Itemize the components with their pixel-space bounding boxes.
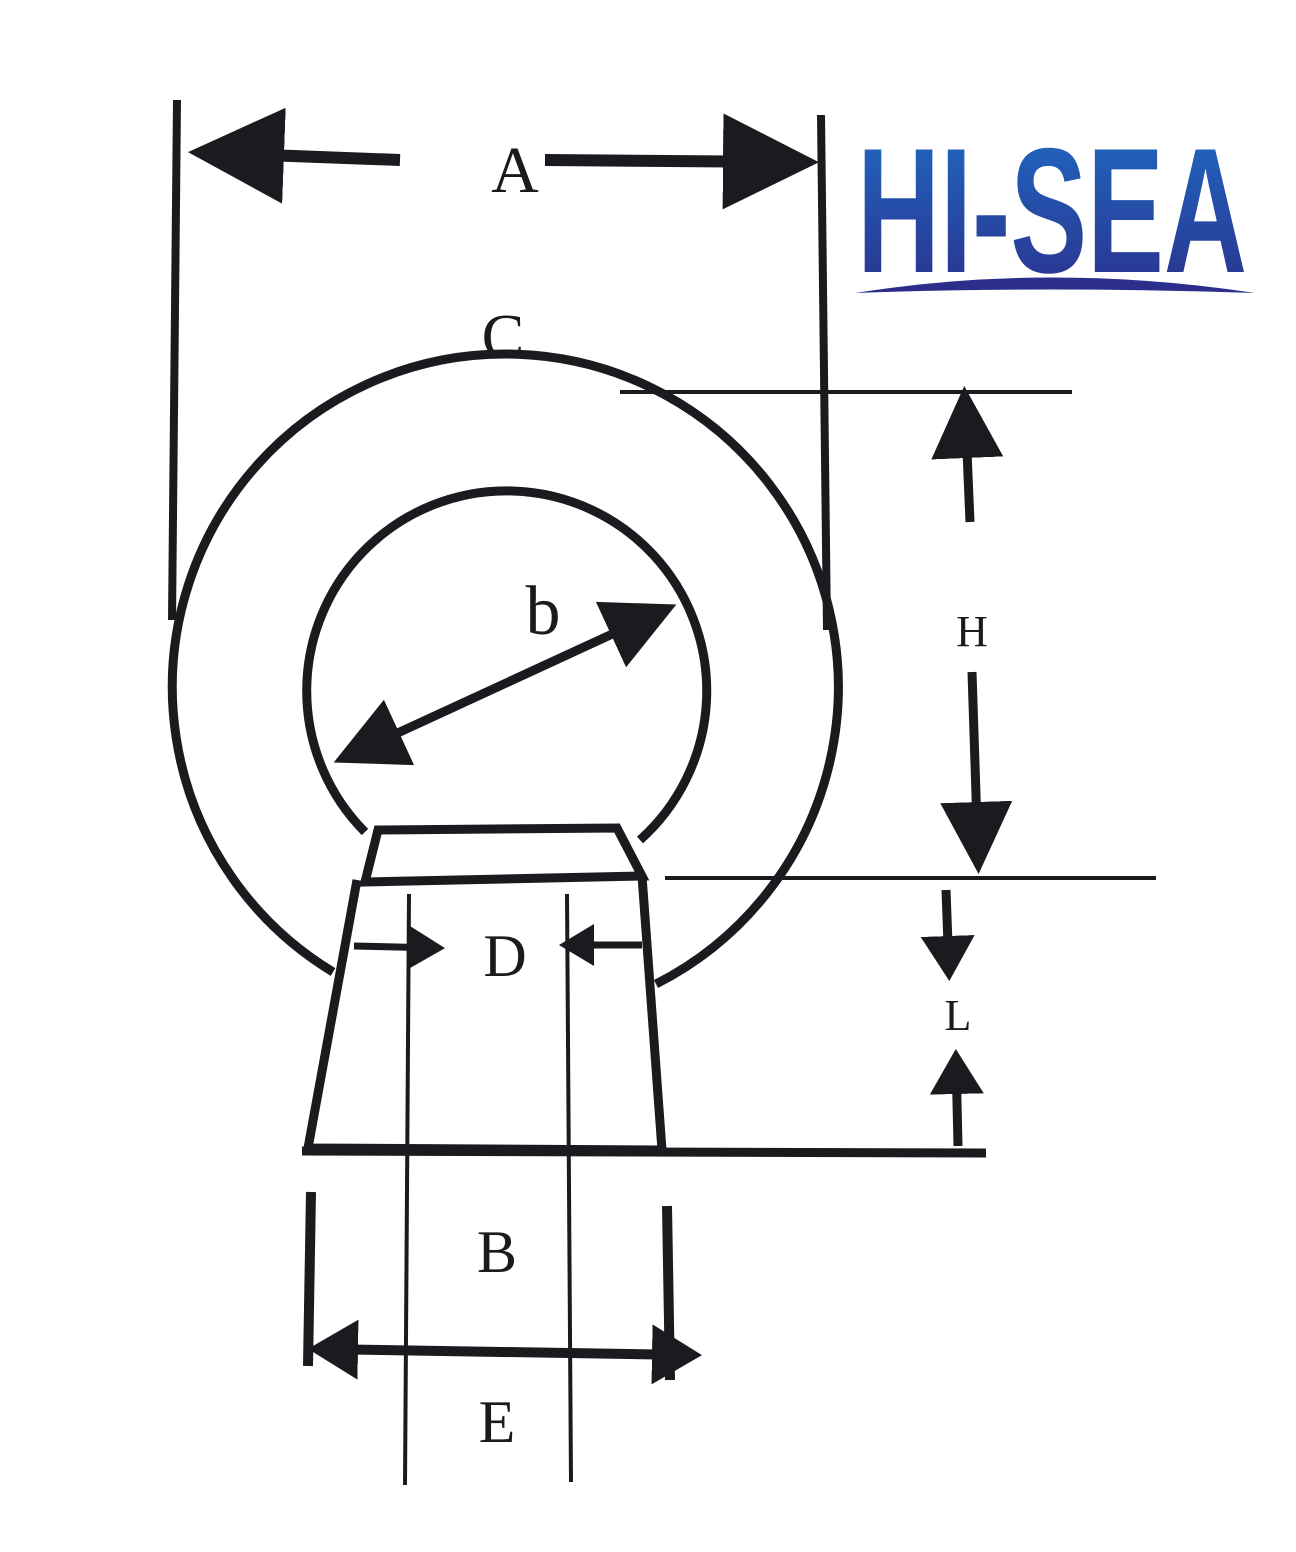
dimension-arrow-A-left: [188, 107, 401, 204]
extension-line-left: [168, 99, 181, 621]
label-C: C: [482, 301, 525, 372]
base-extension-line: [301, 1146, 987, 1158]
logo-text: HI-SEA: [857, 111, 1247, 310]
nut-body: [302, 823, 667, 1155]
dimension-arrow-L-up: [929, 1049, 984, 1147]
dimension-L: [301, 889, 987, 1158]
label-D: D: [483, 923, 526, 989]
label-B: B: [477, 1219, 517, 1285]
label-b: b: [526, 573, 561, 650]
label-A: A: [491, 134, 539, 207]
label-E: E: [479, 1389, 516, 1455]
nut-trapezoid: [302, 875, 667, 1155]
dimension-B: [303, 1191, 702, 1385]
dimension-arrow-L-down: [920, 889, 975, 981]
hi-sea-logo: HI-SEA: [855, 111, 1255, 310]
outer-ring: [167, 349, 843, 989]
centerline-right: [565, 893, 573, 1483]
extension-line-B-left: [303, 1191, 316, 1367]
dimension-A: [168, 99, 831, 631]
logo-swoosh: [855, 277, 1255, 293]
dimension-arrow-H-up: [931, 386, 1004, 523]
dimension-H: [620, 386, 1156, 880]
dimension-arrow-A-right: [544, 113, 819, 210]
dimension-arrow-B: [308, 1319, 702, 1385]
dimension-arrow-b: [333, 601, 677, 766]
label-H: H: [956, 607, 988, 656]
inner-ring: [302, 486, 712, 844]
nut-top-chamfer: [359, 823, 650, 887]
extension-line-right: [817, 114, 831, 631]
label-L: L: [945, 991, 972, 1040]
dimension-arrow-H-down: [940, 671, 1013, 874]
centerline-left: [403, 893, 411, 1486]
dimension-arrow-D-left: [353, 926, 445, 969]
